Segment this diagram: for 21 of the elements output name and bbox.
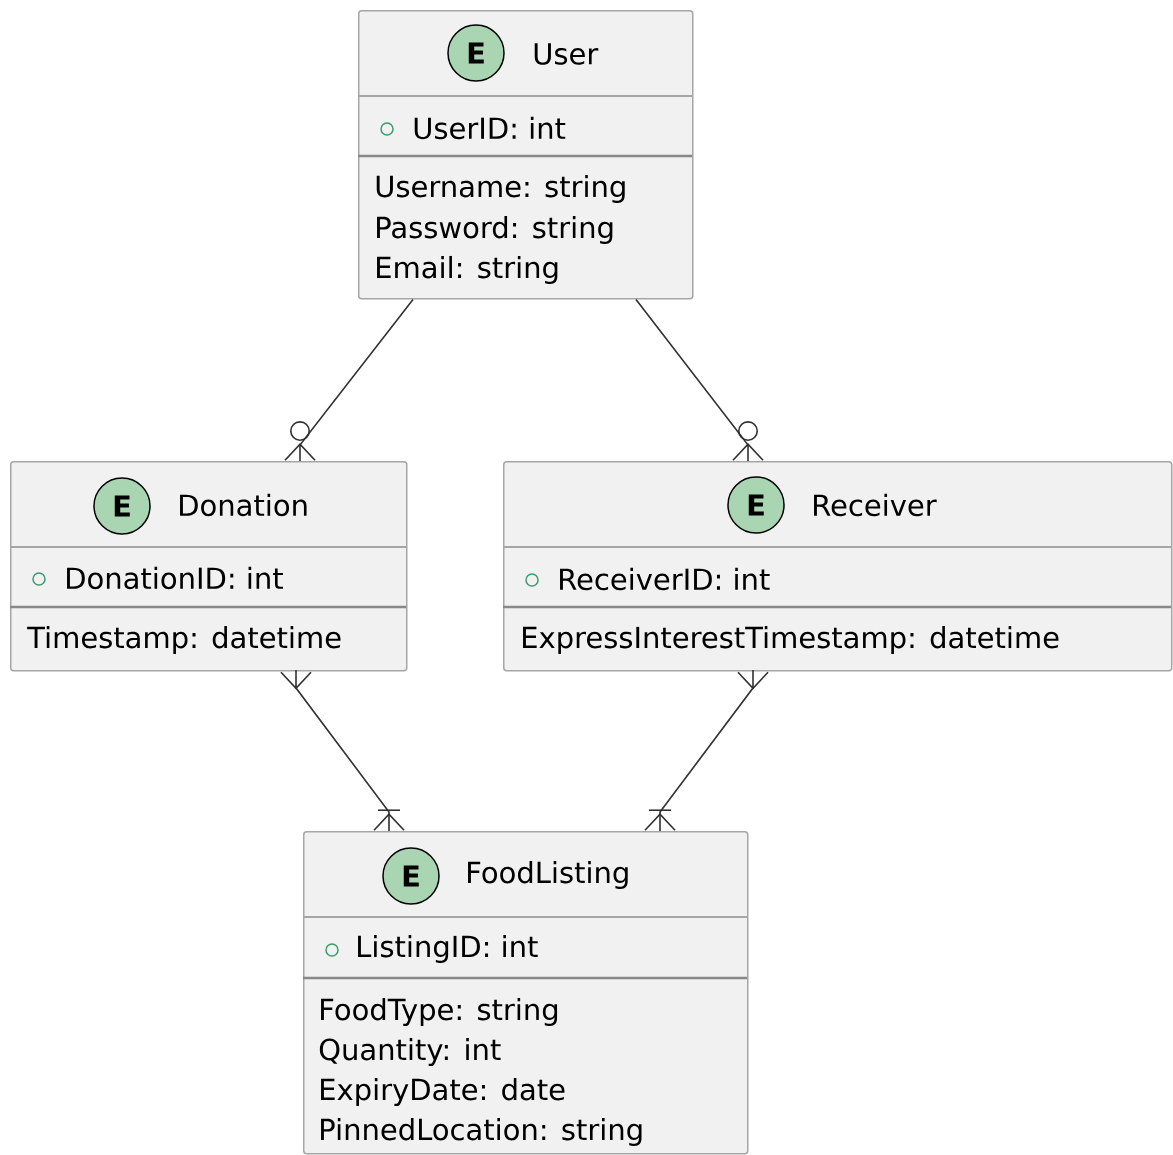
entity-name: Receiver <box>814 493 937 517</box>
attribute: ExpressInterestTimestamp: datetime <box>523 625 1059 655</box>
attribute: FoodType: string <box>321 997 558 1027</box>
key-attribute: UserID: int <box>414 116 566 140</box>
attribute: ExpiryDate: date <box>321 1077 565 1107</box>
attribute: Password: string <box>377 215 613 245</box>
relationship-line <box>284 298 414 462</box>
attribute: PinnedLocation: string <box>321 1117 642 1147</box>
entity-name: User <box>534 43 599 65</box>
attribute: Timestamp: datetime <box>27 625 341 655</box>
entity-name: Donation <box>180 493 307 517</box>
relationship-line <box>635 298 764 462</box>
entity-name: FoodListing <box>468 860 628 890</box>
attribute: Email: string <box>377 255 558 285</box>
key-attribute: ReceiverID: int <box>560 567 770 591</box>
attribute: Username: string <box>376 174 625 204</box>
key-attribute: DonationID: int <box>67 566 283 590</box>
attribute: Quantity: int <box>319 1037 501 1067</box>
key-attribute: ListingID: int <box>358 934 538 964</box>
relationship-line <box>280 669 405 832</box>
relationship-line <box>644 669 769 832</box>
